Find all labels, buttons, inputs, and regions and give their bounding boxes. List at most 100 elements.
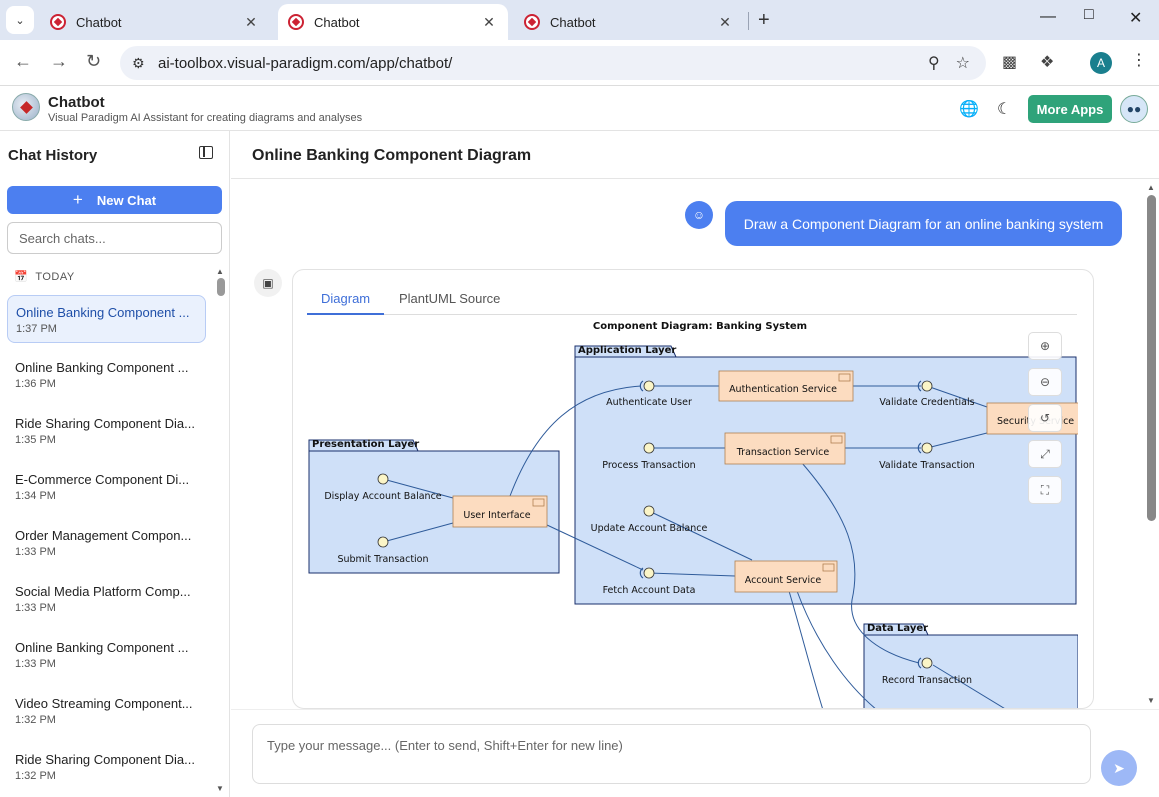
- browser-toolbar: ← → ↻ ⚙ ai-toolbox.visual-paradigm.com/a…: [0, 40, 1159, 86]
- history-item[interactable]: Social Media Platform Comp... 1:33 PM: [7, 575, 206, 623]
- profile-avatar[interactable]: A: [1090, 52, 1112, 74]
- history-item-time: 1:37 PM: [16, 323, 57, 335]
- socket-arc: [917, 442, 922, 454]
- bookmark-star-icon[interactable]: ☆: [955, 55, 970, 72]
- connector: [382, 522, 454, 543]
- connector: [382, 478, 454, 499]
- group-label-text: TODAY: [35, 271, 75, 283]
- history-item-time: 1:33 PM: [15, 658, 56, 670]
- component-box: [452, 495, 548, 528]
- reload-icon[interactable]: ↻: [86, 51, 102, 71]
- history-item-time: 1:33 PM: [15, 602, 56, 614]
- component-account-service: Account Service: [734, 560, 838, 593]
- component-box: [718, 370, 854, 402]
- fullscreen-button[interactable]: ⛶: [1028, 476, 1062, 504]
- browser-menu-icon[interactable]: ⋮: [1131, 52, 1147, 69]
- forward-arrow-icon[interactable]: →: [50, 51, 68, 71]
- assistant-avatar[interactable]: ●●: [1120, 95, 1148, 123]
- package-presentation-label: Presentation Layer: [312, 439, 419, 450]
- app-logo: [12, 93, 40, 121]
- reset-zoom-button[interactable]: ↺: [1028, 404, 1062, 432]
- zoom-out-button[interactable]: ⊖: [1028, 368, 1062, 396]
- new-tab-plus-icon[interactable]: +: [758, 9, 770, 31]
- chat-title: Online Banking Component Diagram: [252, 147, 532, 164]
- chatbot-favicon-icon: [524, 14, 540, 30]
- url-text[interactable]: ai-toolbox.visual-paradigm.com/app/chatb…: [158, 54, 453, 72]
- component-diagram-svg: Component Diagram: Banking System Applic…: [308, 321, 1078, 708]
- close-icon[interactable]: ✕: [483, 13, 495, 30]
- interface-labels: Display Account Balance Submit Transacti…: [324, 397, 974, 686]
- chat-scrollbar-thumb[interactable]: [1147, 195, 1156, 521]
- extension-download-icon[interactable]: ▩: [1002, 54, 1018, 71]
- tab-search-button[interactable]: ⌄: [6, 6, 34, 34]
- interface-circle: [921, 442, 933, 454]
- more-apps-button[interactable]: More Apps: [1028, 95, 1112, 123]
- history-item[interactable]: Video Streaming Component... 1:32 PM: [7, 687, 206, 735]
- window-close-icon[interactable]: ✕: [1129, 10, 1143, 27]
- tab-plantuml-source[interactable]: PlantUML Source: [399, 291, 501, 306]
- connector: [788, 590, 823, 708]
- plus-icon: +: [72, 190, 83, 209]
- scroll-up-arrow-icon[interactable]: ▲: [1147, 183, 1155, 192]
- history-item-title: Online Banking Component ...: [15, 360, 189, 375]
- browser-tab-title: Chatbot: [314, 14, 360, 30]
- send-button[interactable]: ➤: [1101, 750, 1137, 786]
- sidebar-scrollbar-thumb[interactable]: [217, 278, 225, 296]
- interface-label: Process Transaction: [602, 460, 695, 471]
- history-item[interactable]: Online Banking Component ... 1:36 PM: [7, 351, 206, 399]
- maximize-icon[interactable]: □: [1084, 6, 1094, 23]
- history-item-time: 1:32 PM: [15, 714, 56, 726]
- extensions-puzzle-icon[interactable]: ❖: [1040, 54, 1055, 71]
- component-icon: [822, 563, 835, 572]
- browser-tab-title: Chatbot: [76, 14, 122, 30]
- zoom-magnifier-icon[interactable]: ⚲: [927, 55, 940, 72]
- history-item[interactable]: E-Commerce Component Di... 1:34 PM: [7, 463, 206, 511]
- chat-history-sidebar: Chat History + New Chat 📅 TODAY Online B…: [0, 131, 230, 797]
- address-bar[interactable]: ⚙ ai-toolbox.visual-paradigm.com/app/cha…: [120, 46, 986, 80]
- interface-circle: [643, 505, 655, 517]
- diagram-title: Component Diagram: Banking System: [593, 321, 807, 332]
- chevron-down-icon: ⌄: [15, 14, 25, 27]
- globe-icon[interactable]: 🌐: [959, 101, 979, 118]
- chatbot-favicon-icon: [50, 14, 66, 30]
- interface-label: Submit Transaction: [337, 554, 428, 565]
- sidebar-toggle-icon[interactable]: [199, 146, 213, 159]
- connector: [926, 385, 988, 408]
- scroll-up-arrow-icon[interactable]: ▲: [216, 267, 224, 276]
- browser-tab-1[interactable]: Chatbot ✕: [40, 4, 270, 40]
- history-item[interactable]: Ride Sharing Component Dia... 1:35 PM: [7, 407, 206, 455]
- component-label: Account Service: [745, 575, 822, 586]
- history-item-title: Ride Sharing Component Dia...: [15, 416, 195, 431]
- component-label: Authentication Service: [729, 384, 837, 395]
- interface-label: Update Account Balance: [591, 523, 708, 534]
- browser-tab-2[interactable]: Chatbot ✕: [278, 4, 508, 40]
- dark-mode-moon-icon[interactable]: ☾: [997, 101, 1012, 118]
- history-item[interactable]: Online Banking Component ... 1:33 PM: [7, 631, 206, 679]
- tab-diagram[interactable]: Diagram: [307, 284, 385, 315]
- diagram-canvas[interactable]: Component Diagram: Banking System Applic…: [307, 315, 1078, 708]
- diagram-response-card: Diagram PlantUML Source Component Diagra…: [292, 269, 1094, 709]
- minimize-icon[interactable]: —: [1040, 8, 1056, 25]
- component-user-interface: User Interface: [452, 495, 548, 528]
- site-settings-icon[interactable]: ⚙: [132, 54, 145, 71]
- connector: [546, 524, 644, 571]
- fit-to-screen-button[interactable]: ⤢: [1028, 440, 1062, 468]
- user-message-bubble: Draw a Component Diagram for an online b…: [725, 201, 1122, 246]
- history-item[interactable]: Order Management Compon... 1:33 PM: [7, 519, 206, 567]
- history-item-time: 1:33 PM: [15, 546, 56, 558]
- back-arrow-icon[interactable]: ←: [14, 51, 32, 71]
- search-chats-input[interactable]: [7, 222, 222, 254]
- socket-arc: [639, 567, 644, 579]
- message-input[interactable]: [252, 724, 1091, 784]
- close-icon[interactable]: ✕: [245, 13, 257, 30]
- history-item[interactable]: Ride Sharing Component Dia... 1:32 PM: [7, 743, 206, 791]
- scroll-down-arrow-icon[interactable]: ▼: [216, 784, 224, 793]
- socket-arc: [639, 380, 644, 392]
- new-chat-button[interactable]: + New Chat: [7, 186, 222, 214]
- package-application: [574, 345, 1077, 605]
- browser-tab-3[interactable]: Chatbot ✕: [514, 4, 744, 40]
- close-icon[interactable]: ✕: [719, 13, 731, 30]
- zoom-in-button[interactable]: ⊕: [1028, 332, 1062, 360]
- history-item[interactable]: Online Banking Component ... 1:37 PM: [7, 295, 206, 343]
- scroll-down-arrow-icon[interactable]: ▼: [1147, 696, 1155, 705]
